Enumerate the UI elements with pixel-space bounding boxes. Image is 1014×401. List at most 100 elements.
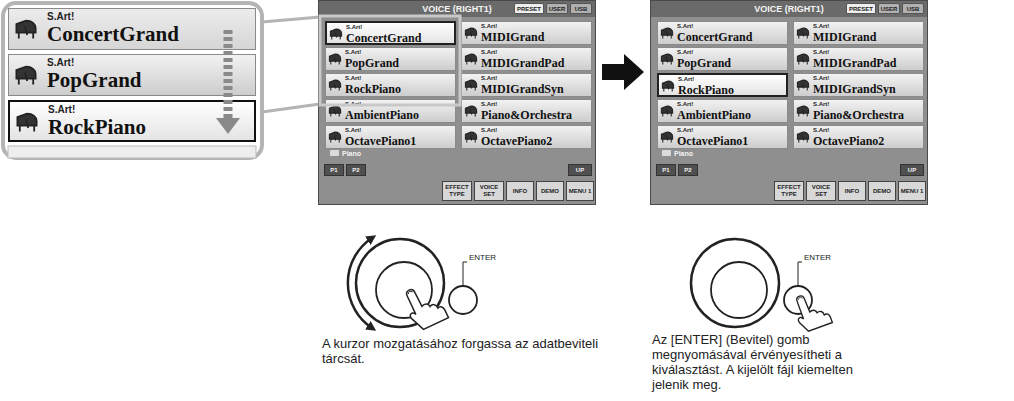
sart-tag: S.Art! (678, 76, 694, 83)
caption-note: Az [ENTER] (Bevitel) gomb megnyomásával … (652, 332, 877, 392)
voice-name: MIDIGrandSyn (481, 82, 564, 96)
sart-tag: S.Art! (48, 104, 75, 115)
voice-name: RockPiano (345, 82, 401, 96)
folder-name: Piano (674, 148, 734, 159)
soft-button: EFFECT TYPE (774, 181, 804, 201)
soft-button: MENU 1 (566, 181, 594, 201)
piano-icon (661, 79, 675, 93)
sart-tag: S.Art! (813, 49, 829, 56)
sart-tag: S.Art! (813, 127, 829, 134)
piano-icon (796, 52, 810, 66)
voice-entry: S.Art!MIDIGrandPad (793, 47, 924, 71)
soft-button: DEMO (536, 181, 564, 201)
sart-tag: S.Art! (677, 23, 693, 30)
voice-entry: S.Art!PopGrand (657, 47, 788, 71)
soft-button: VOICE SET (806, 181, 836, 201)
piano-icon (328, 130, 342, 144)
voice-name: MIDIGrandSyn (813, 82, 896, 96)
voice-entry: S.Art!OctavePiano1 (657, 125, 788, 149)
voice-name: MIDIGrandPad (813, 56, 896, 70)
piano-icon (796, 104, 810, 118)
voice-name: Piano&Orchestra (481, 108, 572, 122)
zoom-frame (3, 3, 262, 158)
caption-note: A kurzor mozgatásához forgassa az adatbe… (322, 336, 602, 366)
piano-icon (328, 52, 342, 66)
screen-button: UP (900, 164, 924, 176)
piano-icon (464, 104, 478, 118)
voice-entry: S.Art!MIDIGrandPad (461, 47, 592, 71)
voice-entry: S.Art!Piano&Orchestra (461, 99, 592, 123)
partial-entry (8, 146, 256, 158)
voice-entry: S.Art!OctavePiano2 (461, 125, 592, 149)
sart-tag: S.Art! (345, 75, 361, 82)
sart-tag: S.Art! (47, 11, 74, 22)
voice-name: ConcertGrand (47, 22, 179, 46)
tab: USER (878, 3, 900, 14)
sart-tag: S.Art! (345, 101, 361, 108)
voice-name: ConcertGrand (677, 30, 752, 44)
voice-entry: S.Art!RockPiano (657, 73, 788, 97)
flow-arrow (602, 54, 644, 90)
soft-button: DEMO (868, 181, 896, 201)
folder-icon (662, 150, 671, 156)
voice-entry: S.Art!RockPiano (325, 73, 456, 97)
tab: PRESET (846, 3, 876, 14)
piano-icon (796, 26, 810, 40)
sart-tag: S.Art! (481, 75, 497, 82)
voice-name: PopGrand (47, 68, 142, 92)
enter-button (449, 262, 477, 314)
folder-icon (330, 150, 339, 156)
voice-entry: S.Art!MIDIGrandSyn (793, 73, 924, 97)
voice-name: PopGrand (677, 56, 731, 70)
scroll-arrow (216, 30, 240, 134)
piano-icon (328, 78, 342, 92)
voice-entry: S.Art!ConcertGrand (325, 21, 456, 45)
sart-tag: S.Art! (481, 127, 497, 134)
voice-entry: S.Art!AmbientPiano (325, 99, 456, 123)
voice-name: RockPiano (48, 115, 146, 139)
voice-name: OctavePiano2 (481, 134, 552, 148)
voice-name: RockPiano (678, 83, 734, 97)
piano-icon (660, 104, 674, 118)
voice-entry: S.Art!ConcertGrand (657, 21, 788, 45)
screen-button: P2 (678, 164, 698, 176)
screen-button: UP (568, 164, 592, 176)
hand (791, 289, 833, 334)
sart-tag: S.Art! (677, 101, 693, 108)
button-label: ENTER (469, 253, 509, 263)
piano-icon (464, 78, 478, 92)
sart-tag: S.Art! (677, 127, 693, 134)
piano-icon (464, 26, 478, 40)
screen-button: P2 (346, 164, 366, 176)
voice-entry: S.Art!MIDIGrandSyn (461, 73, 592, 97)
tab: PRESET (514, 3, 544, 14)
tab: USER (546, 3, 568, 14)
voice-name: OctavePiano2 (813, 134, 884, 148)
piano-icon (464, 130, 478, 144)
sart-tag: S.Art! (813, 23, 829, 30)
voice-name: MIDIGrandPad (481, 56, 564, 70)
piano-icon (660, 130, 674, 144)
sart-tag: S.Art! (345, 49, 361, 56)
piano-icon (14, 17, 38, 41)
voice-entry-zoomed: S.Art!PopGrand (8, 54, 256, 96)
sart-tag: S.Art! (813, 101, 829, 108)
voice-entry-zoomed: S.Art!ConcertGrand (8, 8, 256, 50)
piano-icon (796, 78, 810, 92)
tab: USB (570, 3, 592, 14)
voice-name: MIDIGrand (481, 30, 544, 44)
voice-name: MIDIGrand (813, 30, 876, 44)
hand (400, 280, 448, 332)
piano-icon (660, 26, 674, 40)
voice-entry: S.Art!MIDIGrand (793, 21, 924, 45)
soft-button: VOICE SET (474, 181, 504, 201)
sart-tag: S.Art! (346, 24, 362, 31)
piano-icon (329, 27, 343, 41)
folder-name: Piano (342, 148, 402, 159)
voice-name: AmbientPiano (345, 108, 419, 122)
voice-entry: S.Art!OctavePiano2 (793, 125, 924, 149)
voice-entry-zoomed: S.Art!RockPiano (8, 100, 256, 142)
voice-name: ConcertGrand (346, 31, 421, 45)
sart-tag: S.Art! (481, 101, 497, 108)
